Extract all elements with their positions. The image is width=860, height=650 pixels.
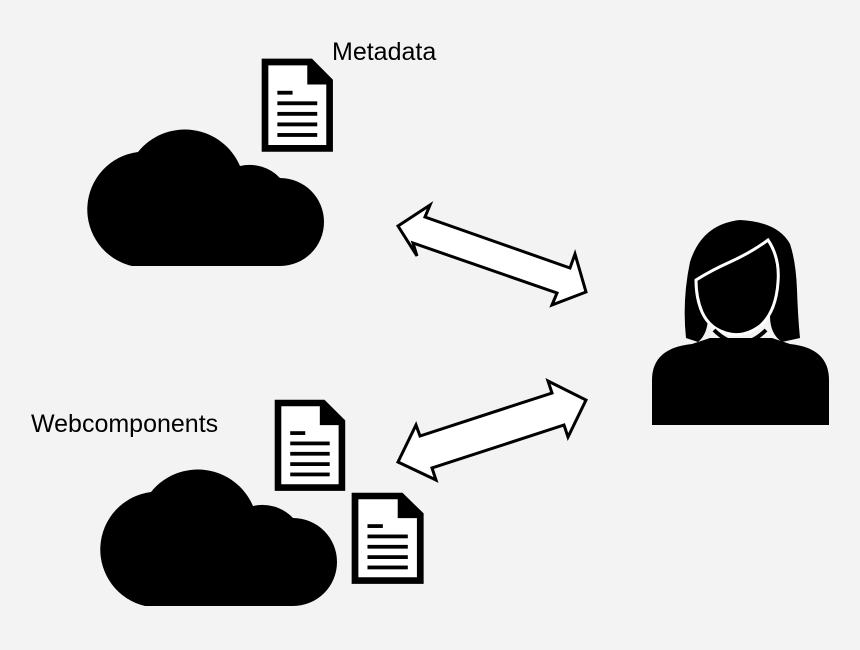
user-icon [652, 220, 829, 425]
metadata-document-icon [265, 62, 330, 148]
top-cloud-icon [87, 129, 325, 266]
top-double-arrow-icon [395, 201, 588, 308]
webcomponent-document-icon [278, 403, 342, 488]
webcomponent-document-icon [355, 496, 420, 581]
bottom-cloud-icon [100, 469, 338, 606]
webcomponents-label: Webcomponents [31, 410, 219, 438]
metadata-label: Metadata [332, 38, 437, 66]
bottom-double-arrow-icon [395, 378, 588, 483]
